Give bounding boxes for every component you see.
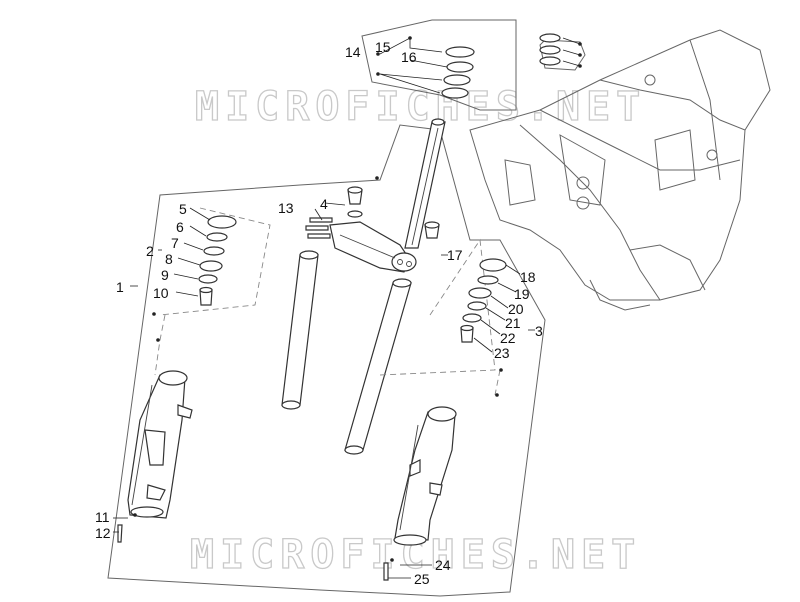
callout-3: 3 [535, 323, 543, 339]
leader-dots [133, 176, 503, 562]
callout-15: 15 [375, 39, 391, 55]
callout-7: 7 [171, 235, 179, 251]
left-fork-slider [127, 314, 193, 519]
steering-tube [404, 118, 446, 249]
assembly-outline [107, 124, 546, 597]
bearing-part [446, 61, 474, 73]
bearing-ring-part [441, 87, 469, 99]
leader-lines [113, 202, 535, 579]
callout-12: 12 [95, 525, 111, 541]
fork-inner-tubes [281, 250, 412, 455]
callout-17: 17 [447, 247, 463, 263]
callout-6: 6 [176, 219, 184, 235]
seal-ring-part [443, 74, 471, 86]
steering-bearing-box [361, 19, 582, 111]
callout-labels: 1 2 3 4 5 6 7 8 9 10 11 12 13 14 15 16 1… [95, 39, 543, 587]
right-fork-internal-parts [379, 238, 521, 376]
callout-22: 22 [500, 330, 516, 346]
callout-18: 18 [520, 269, 536, 285]
right-fork-slider [393, 369, 501, 546]
callout-23: 23 [494, 345, 510, 361]
scooter-frame [469, 29, 771, 311]
bottom-bolts [117, 524, 389, 581]
callout-20: 20 [508, 301, 524, 317]
bearing-cup-part [445, 46, 475, 58]
callout-16: 16 [401, 49, 417, 65]
steering-yoke [305, 186, 440, 273]
callout-14: 14 [345, 44, 361, 60]
callout-9: 9 [161, 267, 169, 283]
callout-19: 19 [514, 286, 530, 302]
callout-25: 25 [414, 571, 430, 587]
callout-4: 4 [320, 196, 328, 212]
callout-5: 5 [179, 201, 187, 217]
callout-13: 13 [278, 200, 294, 216]
callout-24: 24 [435, 557, 451, 573]
callout-2: 2 [146, 243, 154, 259]
left-fork-internal-parts [159, 207, 271, 316]
callout-21: 21 [505, 315, 521, 331]
callout-8: 8 [165, 251, 173, 267]
callout-11: 11 [95, 509, 110, 525]
callout-10: 10 [153, 285, 169, 301]
callout-1: 1 [116, 279, 124, 295]
